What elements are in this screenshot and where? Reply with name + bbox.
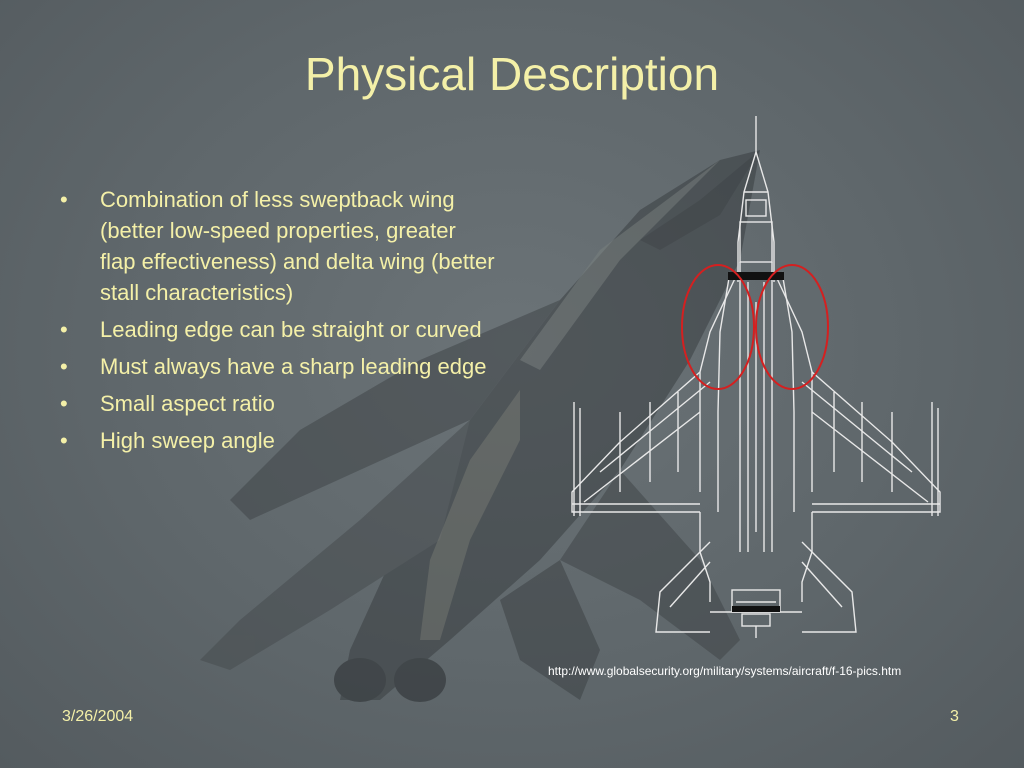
image-source-link[interactable]: http://www.globalsecurity.org/military/s… [548, 664, 902, 678]
footer-date: 3/26/2004 [62, 708, 134, 725]
bullet-text: Combination of less sweptback wing (bett… [100, 187, 495, 305]
bullet-text: High sweep angle [100, 428, 275, 453]
f16-top-view-diagram [571, 116, 941, 638]
bullet-icon: • [60, 428, 68, 453]
bullet-item: • Small aspect ratio [56, 388, 496, 419]
bullet-item: • High sweep angle [56, 425, 496, 456]
bullet-icon: • [60, 391, 68, 416]
page-number: 3 [950, 708, 959, 725]
bullet-icon: • [60, 187, 68, 212]
bullet-text: Leading edge can be straight or curved [100, 317, 482, 342]
bullet-item: • Must always have a sharp leading edge [56, 351, 496, 382]
slide-title: Physical Description [304, 48, 720, 100]
bullet-item: • Combination of less sweptback wing (bet… [56, 184, 496, 308]
bullet-item: • Leading edge can be straight or curved [56, 314, 496, 345]
bullet-icon: • [60, 317, 68, 342]
bullet-list: • Combination of less sweptback wing (bet… [56, 184, 496, 462]
bullet-text: Must always have a sharp leading edge [100, 354, 487, 379]
bullet-icon: • [60, 354, 68, 379]
bullet-text: Small aspect ratio [100, 391, 275, 416]
